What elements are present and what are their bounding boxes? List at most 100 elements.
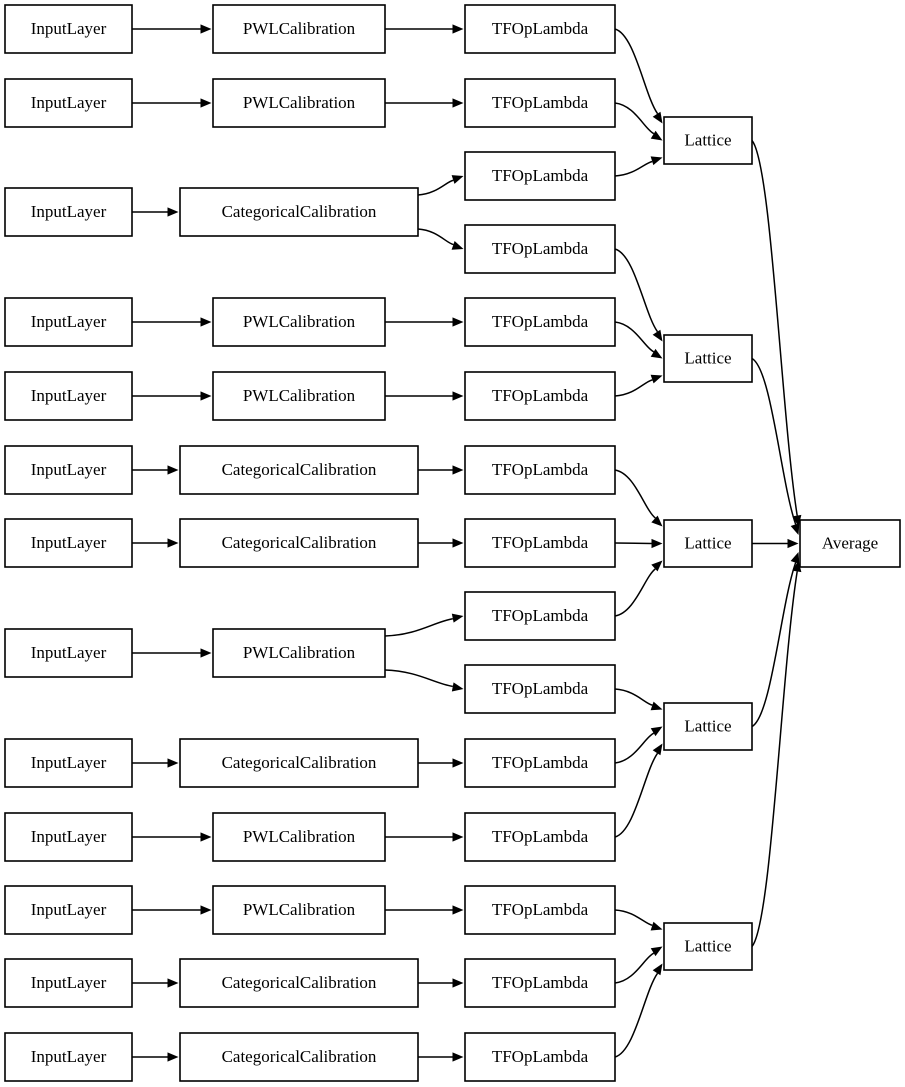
graph-node[interactable]: TFOpLambda	[464, 591, 616, 641]
graph-node[interactable]: PWLCalibration	[212, 4, 386, 54]
graph-node[interactable]: InputLayer	[4, 885, 133, 935]
graph-node[interactable]: CategoricalCalibration	[179, 738, 419, 788]
graph-node[interactable]: TFOpLambda	[464, 518, 616, 568]
graph-edge	[418, 465, 464, 475]
edge-line	[614, 469, 656, 519]
arrow-head-icon	[167, 465, 179, 475]
graph-edge	[752, 538, 799, 549]
node-rect	[4, 297, 133, 347]
graph-node[interactable]: InputLayer	[4, 445, 133, 495]
graph-node[interactable]: TFOpLambda	[464, 885, 616, 935]
graph-node[interactable]: TFOpLambda	[464, 4, 616, 54]
edge-line	[614, 321, 655, 353]
node-label: TFOpLambda	[492, 19, 589, 38]
graph-edge	[614, 321, 663, 359]
node-label: CategoricalCalibration	[222, 460, 377, 479]
graph-node[interactable]: PWLCalibration	[212, 297, 386, 347]
graph-node[interactable]: TFOpLambda	[464, 78, 616, 128]
graph-node[interactable]: TFOpLambda	[464, 664, 616, 714]
graph-node[interactable]: Lattice	[663, 116, 753, 165]
node-label: TFOpLambda	[492, 606, 589, 625]
graph-node[interactable]: CategoricalCalibration	[179, 1032, 419, 1082]
edge-line	[751, 562, 797, 728]
edge-line	[614, 379, 653, 397]
graph-node[interactable]: Lattice	[663, 519, 753, 568]
graph-node[interactable]: PWLCalibration	[212, 628, 386, 678]
node-label: Lattice	[684, 348, 731, 367]
graph-edge	[132, 832, 212, 842]
arrow-head-icon	[200, 98, 212, 108]
node-rect	[212, 4, 386, 54]
graph-edge	[614, 248, 663, 342]
graph-node[interactable]: TFOpLambda	[464, 445, 616, 495]
edge-layer	[132, 24, 802, 1062]
arrow-head-icon	[650, 156, 663, 166]
graph-edge	[418, 1052, 464, 1062]
graph-node[interactable]: Lattice	[663, 334, 753, 383]
node-label: TFOpLambda	[492, 973, 589, 992]
graph-node[interactable]: TFOpLambda	[464, 224, 616, 274]
node-rect	[4, 445, 133, 495]
graph-node[interactable]: InputLayer	[4, 812, 133, 862]
graph-node[interactable]: InputLayer	[4, 1032, 133, 1082]
graph-node[interactable]: PWLCalibration	[212, 885, 386, 935]
graph-edge	[614, 726, 663, 764]
node-rect	[464, 224, 616, 274]
graph-node[interactable]: TFOpLambda	[464, 812, 616, 862]
node-label: Lattice	[684, 130, 731, 149]
graph-node[interactable]: InputLayer	[4, 187, 133, 237]
graph-node[interactable]: TFOpLambda	[464, 371, 616, 421]
graph-node[interactable]: InputLayer	[4, 297, 133, 347]
graph-node[interactable]: InputLayer	[4, 958, 133, 1008]
node-label: Average	[822, 533, 878, 552]
node-label: PWLCalibration	[243, 827, 356, 846]
edge-line	[614, 909, 653, 927]
graph-node[interactable]: TFOpLambda	[464, 1032, 616, 1082]
node-rect	[663, 702, 753, 751]
arrow-head-icon	[167, 1052, 179, 1062]
node-rect	[464, 958, 616, 1008]
arrow-head-icon	[790, 552, 800, 564]
graph-edge	[751, 140, 802, 527]
graph-node[interactable]: PWLCalibration	[212, 812, 386, 862]
graph-edge	[417, 175, 464, 196]
node-rect	[4, 4, 133, 54]
node-label: TFOpLambda	[492, 1047, 589, 1066]
arrow-head-icon	[650, 921, 663, 931]
graph-node[interactable]: InputLayer	[4, 4, 133, 54]
graph-node[interactable]: CategoricalCalibration	[179, 187, 419, 237]
node-label: PWLCalibration	[243, 900, 356, 919]
graph-edge	[132, 978, 179, 988]
edge-line	[614, 568, 656, 617]
arrow-head-icon	[651, 538, 663, 549]
graph-node[interactable]: Lattice	[663, 702, 753, 751]
arrow-head-icon	[652, 963, 663, 976]
graph-node[interactable]: InputLayer	[4, 628, 133, 678]
graph-node[interactable]: CategoricalCalibration	[179, 518, 419, 568]
graph-edge	[132, 648, 212, 658]
arrow-head-icon	[650, 726, 663, 737]
graph-node[interactable]: PWLCalibration	[212, 78, 386, 128]
graph-node[interactable]: CategoricalCalibration	[179, 958, 419, 1008]
graph-node[interactable]: Average	[799, 519, 901, 568]
graph-node[interactable]: TFOpLambda	[464, 958, 616, 1008]
graph-node[interactable]: Lattice	[663, 922, 753, 971]
graph-edge	[614, 538, 663, 549]
node-label: TFOpLambda	[492, 93, 589, 112]
node-label: PWLCalibration	[243, 312, 356, 331]
edge-line	[751, 571, 798, 947]
graph-node[interactable]: InputLayer	[4, 78, 133, 128]
graph-node[interactable]: CategoricalCalibration	[179, 445, 419, 495]
graph-node[interactable]: InputLayer	[4, 371, 133, 421]
graph-node[interactable]: InputLayer	[4, 518, 133, 568]
graph-node[interactable]: TFOpLambda	[464, 297, 616, 347]
arrow-head-icon	[452, 905, 464, 915]
edge-line	[614, 542, 652, 545]
node-rect	[464, 591, 616, 641]
graph-node[interactable]: TFOpLambda	[464, 151, 616, 201]
node-label: TFOpLambda	[492, 679, 589, 698]
edge-line	[384, 617, 453, 637]
graph-node[interactable]: TFOpLambda	[464, 738, 616, 788]
graph-node[interactable]: PWLCalibration	[212, 371, 386, 421]
graph-node[interactable]: InputLayer	[4, 738, 133, 788]
